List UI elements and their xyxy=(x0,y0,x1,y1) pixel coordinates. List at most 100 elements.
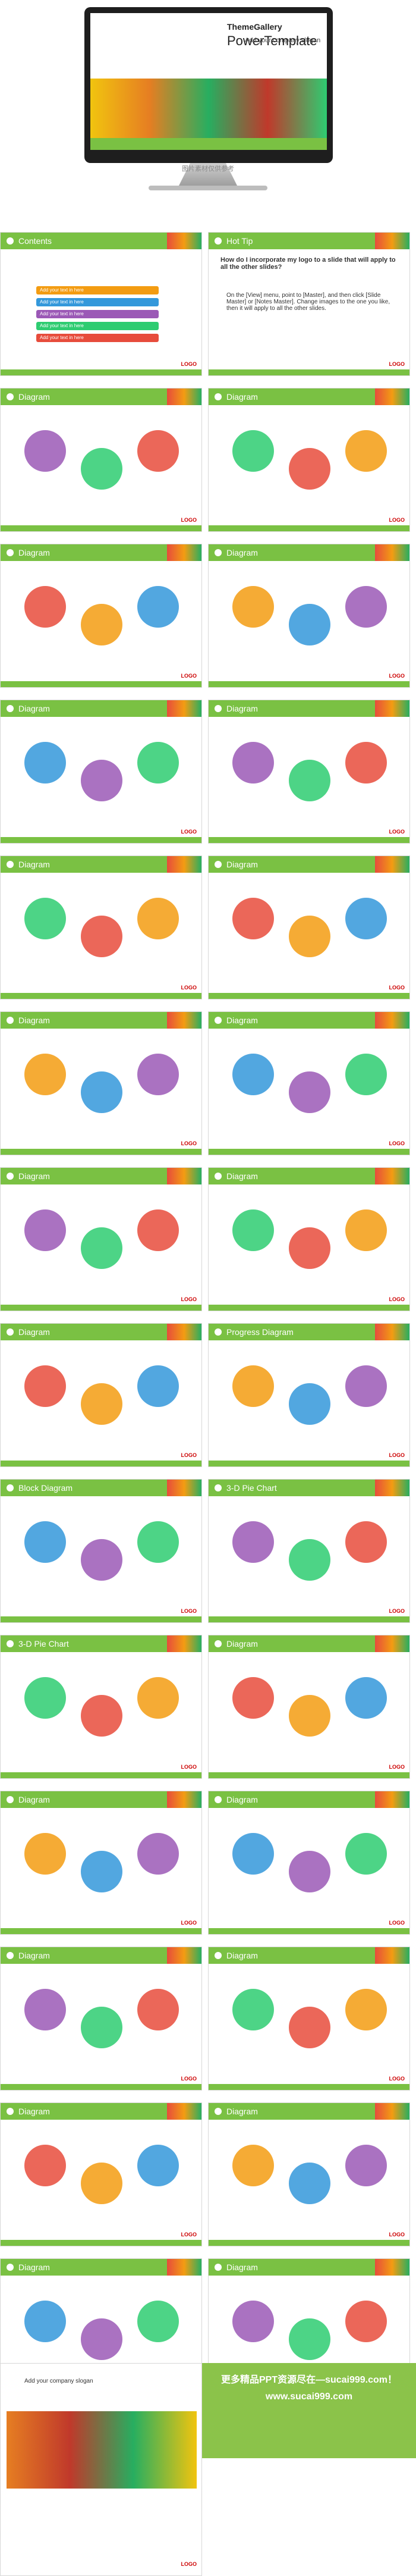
diagram-shape xyxy=(232,742,274,784)
bullet-icon xyxy=(215,2108,222,2115)
diagram-shape xyxy=(289,760,330,801)
slide-footer xyxy=(209,1616,409,1622)
diagram-shape xyxy=(345,898,387,939)
diagram-shape xyxy=(232,1833,274,1875)
slide-title-bar: Diagram xyxy=(1,1168,201,1184)
slide-title-bar: Diagram xyxy=(209,2259,409,2276)
diagram-shape xyxy=(24,742,66,784)
diagram-shape xyxy=(232,898,274,939)
vegetable-image xyxy=(375,1012,409,1029)
slide-logo: LOGO xyxy=(389,2076,405,2082)
diagram-shape xyxy=(24,898,66,939)
diagram-shape xyxy=(137,898,179,939)
bullet-icon xyxy=(7,1952,14,1959)
vegetable-image xyxy=(375,1635,409,1652)
diagram-shape xyxy=(289,1539,330,1581)
diagram-shape xyxy=(24,1521,66,1563)
slide-logo: LOGO xyxy=(389,1608,405,1614)
bullet-icon xyxy=(215,1640,222,1647)
slide-footer xyxy=(1,1305,201,1311)
contents-item: Add your text in here xyxy=(36,322,159,330)
slide-title-bar: Diagram xyxy=(209,1635,409,1652)
slide-logo: LOGO xyxy=(181,1764,197,1770)
contents-item: Add your text in here xyxy=(36,298,159,306)
slide-logo: LOGO xyxy=(181,361,197,367)
diagram-shape xyxy=(345,1209,387,1251)
diagram-shape xyxy=(137,1677,179,1719)
diagram-shape xyxy=(232,1521,274,1563)
diagram-shape xyxy=(232,2301,274,2342)
slide-logo: LOGO xyxy=(181,673,197,679)
diagram-shape xyxy=(137,2301,179,2342)
bullet-icon xyxy=(7,2264,14,2271)
slide-logo: LOGO xyxy=(389,1764,405,1770)
diagram-shape xyxy=(137,1989,179,2030)
bullet-icon xyxy=(7,1017,14,1024)
slide-title-bar: Hot Tip xyxy=(209,233,409,249)
diagram-shape xyxy=(232,430,274,472)
diagram-shape xyxy=(232,1209,274,1251)
slide-title-bar: Diagram xyxy=(1,2103,201,2120)
slide-title-bar: Diagram xyxy=(1,544,201,561)
slide-title: Diagram xyxy=(226,392,258,402)
diagram-shape xyxy=(137,742,179,784)
slide-footer xyxy=(1,1149,201,1155)
hero-banner: ThemeGallery PowerTemplate Add your comp… xyxy=(0,0,416,232)
slide-title: Diagram xyxy=(226,1639,258,1649)
bullet-icon xyxy=(7,393,14,400)
slide-title: Progress Diagram xyxy=(226,1327,294,1337)
diagram-shape xyxy=(289,2163,330,2204)
slide-title-bar: Diagram xyxy=(209,388,409,405)
diagram-shape xyxy=(345,1365,387,1407)
slide-logo: LOGO xyxy=(181,2232,197,2237)
vegetable-image xyxy=(375,233,409,249)
slide-footer xyxy=(209,1461,409,1466)
diagram-shape xyxy=(24,1365,66,1407)
slide-logo: LOGO xyxy=(181,2076,197,2082)
bullet-icon xyxy=(7,861,14,868)
bullet-icon xyxy=(215,1796,222,1803)
slide-title-bar: Diagram xyxy=(1,856,201,873)
bottom-banner-line2: www.sucai999.com xyxy=(265,2392,353,2402)
vegetable-image xyxy=(167,388,201,405)
slide-title: Diagram xyxy=(18,1795,50,1804)
vegetable-image xyxy=(375,544,409,561)
slide-footer xyxy=(209,1928,409,1934)
bullet-icon xyxy=(215,2264,222,2271)
slide-title: Diagram xyxy=(226,2107,258,2116)
slide-title-bar: Diagram xyxy=(209,2103,409,2120)
slide-title: 3-D Pie Chart xyxy=(226,1483,277,1493)
diagram-shape xyxy=(137,2145,179,2186)
slide-logo: LOGO xyxy=(389,361,405,367)
slide-footer xyxy=(1,2084,201,2090)
diagram-shape xyxy=(24,2301,66,2342)
slide-title: Diagram xyxy=(18,1951,50,1960)
slide-logo: LOGO xyxy=(181,1452,197,1458)
slide-title: Diagram xyxy=(18,2107,50,2116)
slide-title-bar: Diagram xyxy=(209,544,409,561)
vegetable-image xyxy=(375,2103,409,2120)
diagram-shape xyxy=(81,2163,122,2204)
slide-logo: LOGO xyxy=(389,673,405,679)
bottom-banner: 更多精品PPT资源尽在—sucai999.com！ www.sucai999.c… xyxy=(202,2363,416,2458)
diagram-shape xyxy=(289,2318,330,2360)
diagram-shape xyxy=(289,604,330,645)
bullet-icon xyxy=(215,549,222,556)
slide-title-bar: Diagram xyxy=(1,388,201,405)
vegetable-image xyxy=(167,1947,201,1964)
vegetable-image xyxy=(167,2103,201,2120)
diagram-shape xyxy=(289,1695,330,1737)
monitor-screen: ThemeGallery PowerTemplate Add your comp… xyxy=(90,13,327,150)
slide-footer xyxy=(1,525,201,531)
diagram-shape xyxy=(289,2007,330,2048)
bullet-icon xyxy=(215,393,222,400)
